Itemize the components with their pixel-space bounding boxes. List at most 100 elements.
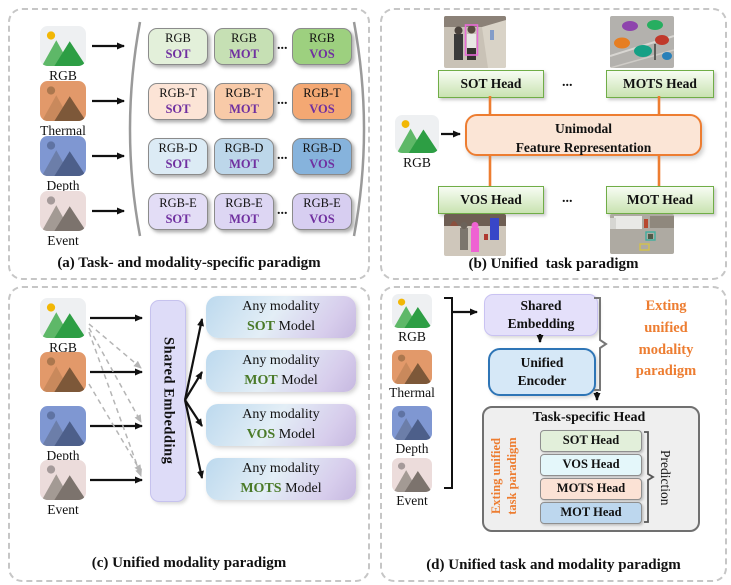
box-task: SOT bbox=[165, 101, 191, 116]
shared-embedding-box: Shared Embedding bbox=[484, 294, 598, 336]
box-task: SOT bbox=[165, 46, 191, 61]
panel-c-caption: (c) Unified modality paradigm bbox=[91, 555, 287, 571]
task-box-rgb-vos: RGB VOS bbox=[292, 28, 352, 65]
shared-embedding-line1: Shared bbox=[520, 297, 562, 313]
arrow-to-sot-model bbox=[183, 318, 204, 401]
any-modality-mots-model-box: Any modality MOTS Model bbox=[206, 458, 356, 500]
box-modality: RGB-D bbox=[158, 141, 198, 155]
modality-label-rgb: RGB bbox=[49, 68, 77, 83]
event-image-icon bbox=[392, 458, 432, 492]
sot-head-box: SOT Head bbox=[540, 430, 642, 452]
model-task: MOT bbox=[244, 373, 278, 388]
box-task: MOT bbox=[229, 156, 259, 171]
shared-embedding-label: Shared Embedding bbox=[160, 337, 177, 465]
modality-label-rgb: RGB bbox=[49, 340, 77, 355]
vos-head-box: VOS Head bbox=[540, 454, 642, 476]
box-task: VOS bbox=[309, 211, 335, 226]
any-modality-mot-model-box: Any modality MOT Model bbox=[206, 350, 356, 392]
panel-b: SOT Head ... MOTS Head RGB Unimodal Feat… bbox=[380, 8, 727, 280]
model-line1: Any modality bbox=[242, 299, 320, 315]
heads-ellipsis: ... bbox=[562, 191, 573, 206]
box-task: MOT bbox=[229, 101, 259, 116]
any-modality-sot-model-box: Any modality SOT Model bbox=[206, 296, 356, 338]
thermal-image-icon bbox=[392, 350, 432, 384]
arrow-to-vos-model bbox=[184, 399, 203, 427]
panel-d: RGB Thermal Depth Event Shared Embedding… bbox=[380, 286, 727, 582]
existing-unified-task-note: Exting unified task paradigm bbox=[489, 437, 520, 515]
task-specific-head-title: Task-specific Head bbox=[532, 410, 646, 425]
task-box-rgbd-mot: RGB-D MOT bbox=[214, 138, 274, 175]
model-rest: Model bbox=[277, 373, 318, 388]
task-box-rgbe-mot: RGB-E MOT bbox=[214, 193, 274, 230]
task-box-rgbe-vos: RGB-E VOS bbox=[292, 193, 352, 230]
heads-ellipsis: ... bbox=[562, 75, 573, 90]
rgb-image-icon bbox=[40, 26, 86, 66]
box-task: SOT bbox=[165, 211, 191, 226]
mots-head-box: MOTS Head bbox=[540, 478, 642, 500]
row-ellipsis: ... bbox=[277, 148, 288, 163]
modality-label-rgb: RGB bbox=[398, 329, 426, 344]
model-task: SOT bbox=[246, 319, 275, 334]
vos-head-box: VOS Head bbox=[438, 186, 544, 214]
event-image-icon bbox=[40, 460, 86, 500]
box-modality: RGB bbox=[231, 31, 257, 45]
box-task: SOT bbox=[165, 156, 191, 171]
modality-label-event: Event bbox=[47, 502, 79, 517]
depth-image-icon bbox=[40, 136, 86, 176]
box-modality: RGB bbox=[165, 31, 191, 45]
vos-example-photo bbox=[444, 214, 506, 256]
depth-image-icon bbox=[40, 406, 86, 446]
modality-label-depth: Depth bbox=[46, 178, 80, 193]
box-modality: RGB-E bbox=[159, 196, 197, 210]
any-modality-vos-model-box: Any modality VOS Model bbox=[206, 404, 356, 446]
box-task: VOS bbox=[309, 101, 335, 116]
unified-encoder-box: Unified Encoder bbox=[488, 348, 596, 396]
sot-example-photo bbox=[444, 16, 506, 68]
unimodal-line2: Feature Representation bbox=[515, 139, 652, 155]
task-box-rgbd-sot: RGB-D SOT bbox=[148, 138, 208, 175]
model-line2: VOS Model bbox=[206, 425, 356, 445]
mots-head-box: MOTS Head bbox=[606, 70, 714, 98]
model-task: MOTS bbox=[240, 481, 282, 496]
box-modality: RGB-E bbox=[303, 196, 341, 210]
existing-unified-modality-note: Exting unified modality paradigm bbox=[635, 298, 697, 380]
panel-d-caption: (d) Unified task and modality paradigm bbox=[426, 557, 681, 573]
modality-label-thermal: Thermal bbox=[40, 123, 86, 138]
mot-example-photo bbox=[610, 214, 674, 254]
modality-label-event: Event bbox=[47, 233, 79, 248]
row-ellipsis: ... bbox=[277, 93, 288, 108]
task-box-rgbt-mot: RGB-T MOT bbox=[214, 83, 274, 120]
row-ellipsis: ... bbox=[277, 203, 288, 218]
box-modality: RGB-T bbox=[225, 86, 263, 100]
sot-head-box: SOT Head bbox=[438, 70, 544, 98]
panel-c: RGB Depth Event Shared Embedding Any mod… bbox=[8, 286, 370, 582]
right-parenthesis bbox=[352, 21, 366, 237]
box-task: MOT bbox=[229, 46, 259, 61]
arrow-to-mots-model bbox=[183, 399, 204, 479]
thermal-image-icon bbox=[40, 81, 86, 121]
arrow-to-mot-model bbox=[184, 371, 203, 401]
modality-label-thermal: Thermal bbox=[389, 385, 435, 400]
row-ellipsis: ... bbox=[277, 38, 288, 53]
model-line2: MOTS Model bbox=[206, 479, 356, 499]
mot-head-box: MOT Head bbox=[540, 502, 642, 524]
unified-encoder-line1: Unified bbox=[520, 354, 564, 370]
model-line1: Any modality bbox=[242, 407, 320, 423]
task-box-rgbd-vos: RGB-D VOS bbox=[292, 138, 352, 175]
model-task: VOS bbox=[246, 427, 276, 442]
model-line2: SOT Model bbox=[206, 317, 356, 337]
depth-image-icon bbox=[392, 406, 432, 440]
shared-embedding-box: Shared Embedding bbox=[150, 300, 186, 502]
model-rest: Model bbox=[281, 481, 322, 496]
panel-b-caption: (b) Unified task paradigm bbox=[468, 256, 639, 272]
box-task: VOS bbox=[309, 156, 335, 171]
rgb-image-icon bbox=[395, 115, 439, 153]
model-line1: Any modality bbox=[242, 353, 320, 369]
rgb-image-icon bbox=[392, 294, 432, 328]
sot-bounding-box bbox=[464, 24, 479, 56]
box-modality: RGB bbox=[309, 31, 335, 45]
task-box-rgbt-sot: RGB-T SOT bbox=[148, 83, 208, 120]
mots-example-photo bbox=[610, 16, 674, 68]
box-modality: RGB-T bbox=[303, 86, 341, 100]
